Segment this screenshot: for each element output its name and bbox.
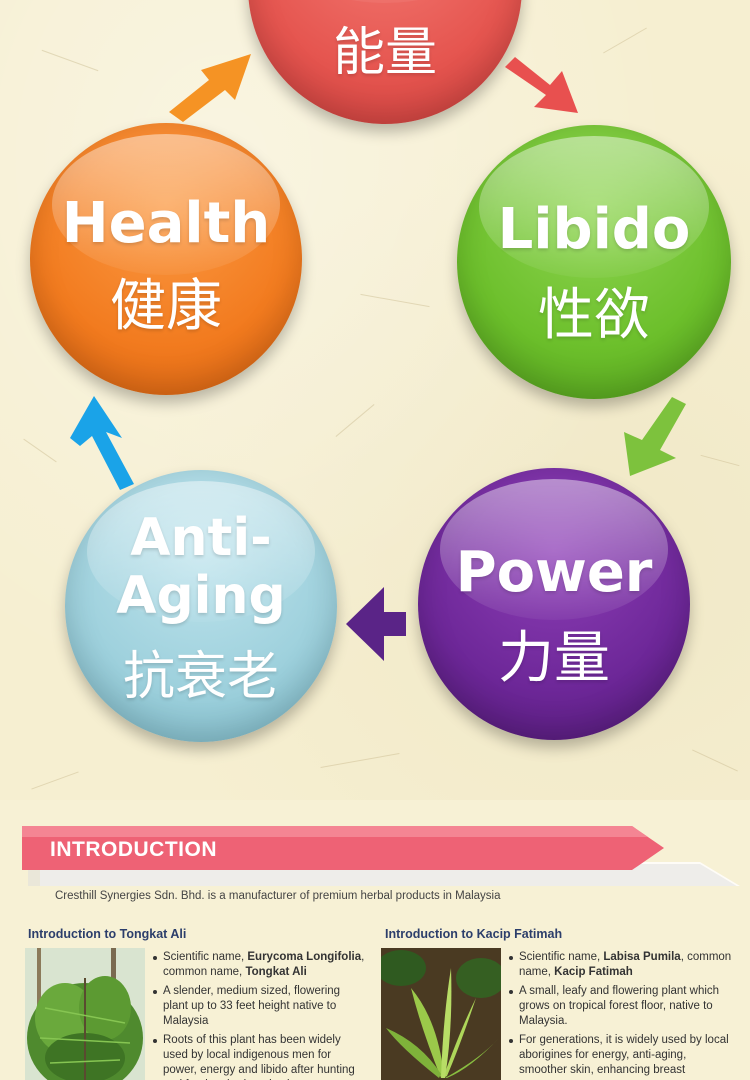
- list-item: A slender, medium sized, flowering plant…: [153, 984, 365, 1029]
- list-item: For generations, it is widely used by lo…: [509, 1033, 737, 1078]
- introduction-text: Cresthill Synergies Sdn. Bhd. is a manuf…: [55, 890, 501, 902]
- arrow-power-to-anti-aging: [346, 587, 406, 661]
- kacip-fatimah-photo: [381, 948, 501, 1080]
- arrow-energy-to-libido: [505, 57, 578, 113]
- anti-aging-label-en-1: Anti-: [130, 508, 272, 568]
- tongkat-ali-photo: [25, 948, 145, 1080]
- list-item: A small, leafy and flowering plant which…: [509, 984, 737, 1029]
- introduction-banner: [22, 826, 740, 886]
- health-circle: Health 健康: [30, 123, 302, 395]
- health-label-en: Health: [61, 191, 271, 256]
- anti-aging-label-en-2: Aging: [116, 566, 286, 626]
- list-item: Roots of this plant has been widely used…: [153, 1033, 365, 1080]
- libido-label-en: Libido: [497, 197, 691, 262]
- kacip-fatimah-heading: Introduction to Kacip Fatimah: [385, 927, 563, 941]
- list-item: Scientific name, Labisa Pumila, common n…: [509, 950, 737, 980]
- list-item: Scientific name, Eurycoma Longifolia, co…: [153, 950, 365, 980]
- arrow-health-to-energy: [169, 54, 251, 122]
- libido-label-cn: 性欲: [538, 283, 650, 348]
- health-label-cn: 健康: [110, 274, 222, 339]
- anti-aging-circle: Anti- Aging 抗衰老: [65, 470, 337, 742]
- libido-circle: Libido 性欲: [457, 125, 731, 399]
- tongkat-ali-heading: Introduction to Tongkat Ali: [28, 927, 187, 941]
- power-circle: Power 力量: [418, 468, 690, 740]
- anti-aging-label-cn: 抗衰老: [122, 647, 279, 707]
- power-label-cn: 力量: [498, 626, 610, 691]
- introduction-title: INTRODUCTION: [50, 838, 217, 861]
- power-label-en: Power: [455, 540, 653, 605]
- energy-label-cn: 能量: [332, 23, 437, 83]
- kacip-fatimah-bullets: Scientific name, Labisa Pumila, common n…: [509, 950, 737, 1080]
- tongkat-ali-bullets: Scientific name, Eurycoma Longifolia, co…: [153, 950, 365, 1080]
- arrow-libido-to-power: [624, 397, 686, 476]
- arrow-anti-aging-to-health: [70, 396, 134, 490]
